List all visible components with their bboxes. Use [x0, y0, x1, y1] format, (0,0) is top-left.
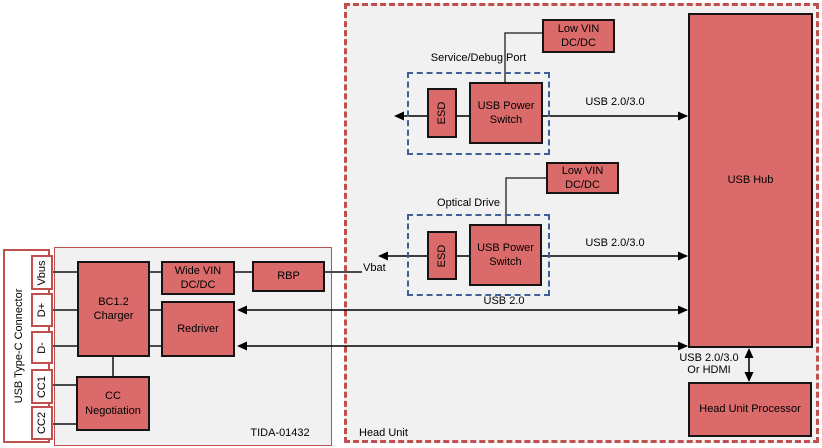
service-bus-label: USB 2.0/3.0 [585, 96, 645, 108]
tida-title: TIDA-01432 [250, 427, 310, 439]
optical-bus-label: USB 2.0/3.0 [585, 237, 645, 249]
pin-cc2: CC2 [31, 406, 53, 440]
optical-esd-label: ESD [435, 244, 448, 267]
optical-drive-title: Optical Drive [437, 197, 500, 209]
pin-dplus-label: D+ [36, 302, 48, 318]
service-esd-block: ESD [427, 88, 457, 138]
service-low-vin-dcdc-block: Low VIN DC/DC [542, 19, 615, 53]
pin-cc1: CC1 [31, 369, 53, 404]
pin-dminus-label: D- [36, 341, 48, 354]
service-usb-power-switch-block: USB Power Switch [469, 82, 543, 144]
rbp-block: RBP [252, 261, 325, 292]
head-unit-title: Head Unit [359, 427, 408, 439]
bc12-charger-block: BC1.2 Charger [77, 261, 150, 357]
cc-negotiation-block: CC Negotiation [76, 376, 150, 431]
vbat-label: Vbat [363, 262, 386, 274]
optical-low-vin-dcdc-block: Low VIN DC/DC [546, 162, 619, 194]
pin-dminus: D- [31, 331, 53, 364]
service-debug-port-box [407, 72, 550, 155]
optical-esd-block: ESD [427, 231, 457, 280]
pin-vbus-label: Vbus [36, 259, 48, 286]
pin-cc2-label: CC2 [36, 411, 48, 435]
service-debug-port-title: Service/Debug Port [430, 52, 527, 64]
pin-dplus: D+ [31, 293, 53, 327]
redriver-bus-label: USB 2.0 [483, 295, 525, 307]
usb-hub-block: USB Hub [688, 13, 813, 348]
pin-cc1-label: CC1 [36, 375, 48, 398]
optical-usb-power-switch-block: USB Power Switch [469, 224, 542, 286]
head-unit-processor-block: Head Unit Processor [688, 382, 812, 437]
connector-label: USB Type-C Connector [13, 288, 25, 404]
redriver-block: Redriver [161, 301, 235, 357]
service-esd-label: ESD [435, 101, 448, 125]
optical-drive-box [407, 214, 550, 296]
wide-vin-dcdc-block: Wide VIN DC/DC [161, 261, 235, 295]
pin-vbus: Vbus [31, 255, 53, 290]
hub-processor-bus-label: USB 2.0/3.0 Or HDMI [679, 352, 739, 377]
